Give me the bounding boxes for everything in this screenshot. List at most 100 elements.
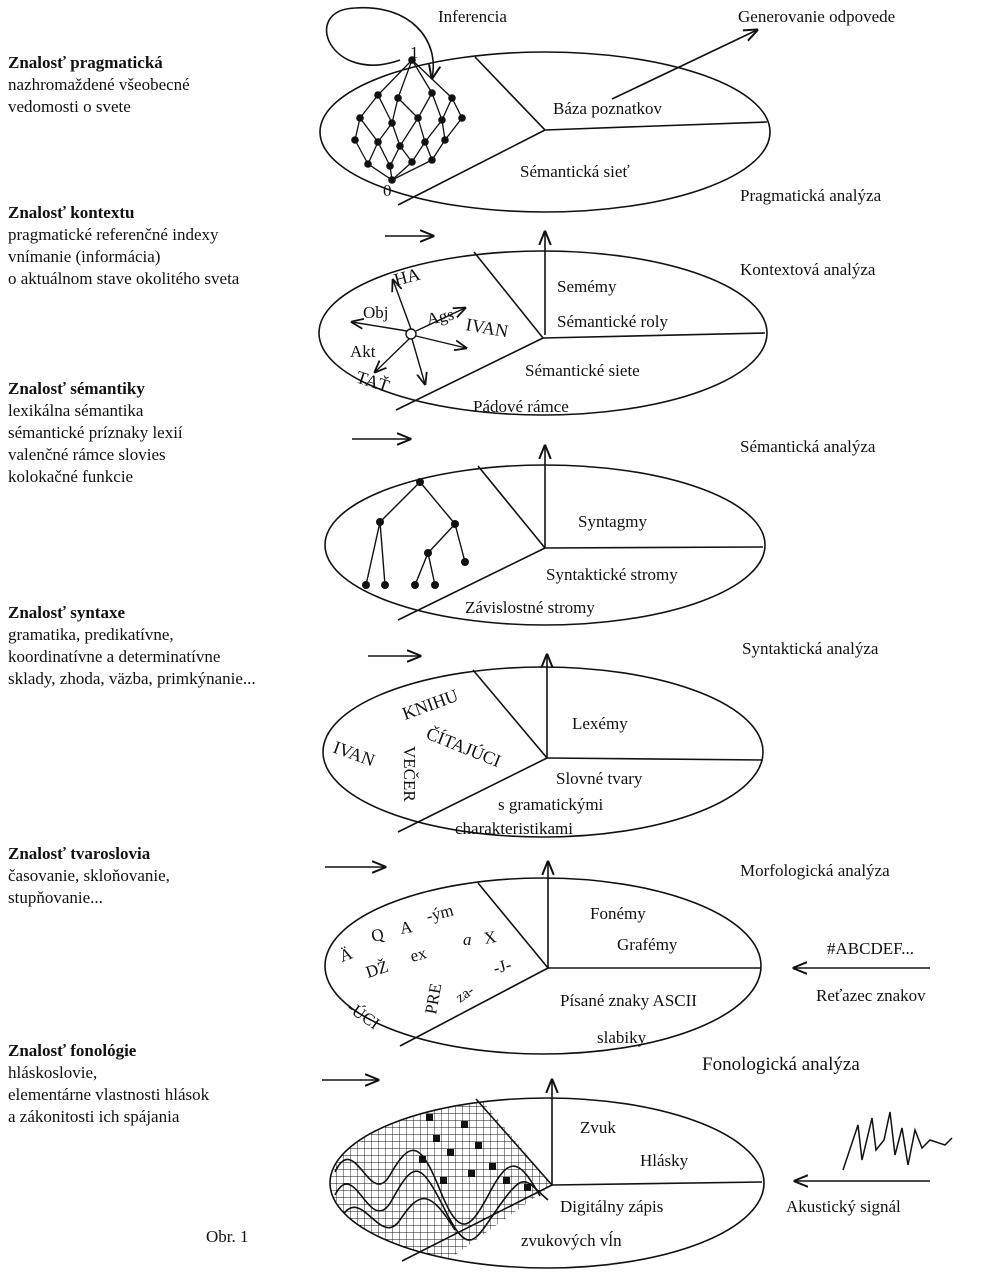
region-label: Hlásky (640, 1151, 689, 1170)
glyph: Q (369, 924, 386, 946)
region-label: charakteristikami (455, 819, 573, 838)
ellipse-context (318, 250, 768, 416)
region-label: s gramatickými (498, 795, 604, 814)
role-label-tat: TAŤ (354, 366, 392, 396)
generation-label: Generovanie odpovede (738, 7, 895, 26)
role-label-ags: Ags (425, 305, 456, 329)
ellipse-semantic (324, 464, 766, 626)
knowledge-title: Znalosť kontextu (8, 203, 135, 222)
region-label: Digitálny zápis (560, 1197, 663, 1216)
region-label: Slovné tvary (556, 769, 643, 788)
divider-line (551, 1181, 763, 1186)
divider-line (542, 332, 766, 339)
ellipse-morphological (324, 877, 762, 1055)
knowledge-phonology: Znalosť fonológie hláskoslovie, elementá… (8, 1040, 209, 1128)
region-label: Fonémy (590, 904, 646, 923)
ellipse-phonological (329, 1097, 765, 1269)
knowledge-line: sémantické príznaky lexií (8, 423, 183, 442)
glyph: DŽ (363, 957, 390, 982)
glyph: -ým (424, 900, 455, 925)
divider-line (475, 1098, 553, 1186)
region-label: Báza poznatkov (553, 99, 663, 118)
string-sample: #ABCDEF... (827, 939, 914, 958)
divider-line (473, 251, 544, 339)
glyph: a (463, 930, 472, 949)
glyph: PRE (421, 982, 445, 1016)
glyph: -J- (491, 955, 514, 978)
knowledge-line: a zákonitosti ich spájania (8, 1107, 180, 1126)
knowledge-line: nazhromaždené všeobecné (8, 75, 190, 94)
divider-line (474, 56, 546, 131)
knowledge-line: koordinatívne a determinatívne (8, 647, 221, 666)
glyph: -ÚCI (344, 998, 384, 1034)
knowledge-line: pragmatické referenčné indexy (8, 225, 219, 244)
analysis-label-pragmatic: Pragmatická analýza (740, 186, 882, 205)
divider-line (477, 882, 549, 969)
analysis-label-semantic: Sémantická analýza (740, 437, 876, 456)
word-ivan: IVAN (331, 737, 378, 770)
lattice-nodes (351, 56, 466, 184)
knowledge-title: Znalosť syntaxe (8, 603, 126, 622)
lattice-bottom-label: 0 (383, 181, 392, 200)
divider-line (397, 547, 546, 621)
knowledge-line: kolokačné funkcie (8, 467, 134, 486)
knowledge-pragmatic: Znalosť pragmatická nazhromaždené všeobe… (8, 52, 190, 118)
knowledge-line: gramatika, predikatívne, (8, 625, 174, 644)
inference-label: Inferencia (438, 7, 507, 26)
knowledge-title: Znalosť sémantiky (8, 379, 145, 398)
divider-line (399, 967, 549, 1047)
role-label-obj: Obj (363, 303, 389, 322)
region-label: Grafémy (617, 935, 678, 954)
inference-loop-arrow (325, 7, 434, 78)
region-label: Lexémy (572, 714, 628, 733)
sound-wave (339, 1197, 456, 1231)
knowledge-semantics: Znalosť sémantiky lexikálna sémantika sé… (8, 378, 183, 488)
region-label: Sémantické roly (557, 312, 668, 331)
analysis-label-morphological: Morfologická analýza (740, 861, 890, 880)
generation-arrow (611, 30, 757, 100)
analysis-label-syntactic: Syntaktická analýza (742, 639, 879, 658)
divider-line (546, 757, 764, 761)
signal-input-label: Akustický signál (786, 1197, 901, 1216)
knowledge-syntax: Znalosť syntaxe gramatika, predikatívne,… (8, 602, 256, 690)
glyph: Ä (337, 943, 356, 965)
lattice-top-label: 1 (410, 43, 419, 62)
knowledge-line: stupňovanie... (8, 888, 103, 907)
ellipse-pragmatic (319, 7, 771, 213)
knowledge-context: Znalosť kontextu pragmatické referenčné … (8, 202, 239, 290)
knowledge-line: lexikálna sémantika (8, 401, 144, 420)
dependency-tree (365, 481, 466, 586)
divider-line (397, 129, 546, 206)
knowledge-title: Znalosť fonológie (8, 1041, 137, 1060)
divider-line (477, 465, 546, 549)
case-role-star (352, 280, 466, 384)
knowledge-line: o aktuálnom stave okolitého sveta (8, 269, 240, 288)
region-label: Pádové rámce (473, 397, 569, 416)
region-label: slabiky (597, 1028, 647, 1047)
string-input-label: Reťazec znakov (816, 986, 926, 1005)
region-label: Závislostné stromy (465, 598, 595, 617)
glyph: ex (408, 943, 429, 966)
region-label: Syntaktické stromy (546, 565, 678, 584)
divider-line (401, 1184, 553, 1262)
spectrogram-grid (330, 1098, 552, 1268)
region-label: Syntagmy (578, 512, 647, 531)
divider-line (395, 337, 544, 411)
knowledge-title: Znalosť pragmatická (8, 53, 163, 72)
region-label: Zvuk (580, 1118, 616, 1137)
word-vecer: VEČER (400, 746, 419, 802)
region-label: Sémantické siete (525, 361, 640, 380)
acoustic-signal-waveform (842, 1111, 953, 1171)
knowledge-line: valenčné rámce slovies (8, 445, 166, 464)
glyph: za- (453, 983, 477, 1007)
role-label-ivan: IVAN (464, 314, 509, 341)
divider-line (472, 669, 548, 759)
divider-line (544, 121, 768, 131)
analysis-label-phonological: Fonologická analýza (702, 1054, 860, 1075)
role-label-akt: Akt (350, 342, 376, 361)
analysis-label-context: Kontextová analýza (740, 260, 876, 279)
sound-wave (334, 1170, 549, 1241)
glyph: A (398, 917, 414, 938)
word-citajuci: ČÍTAJÚCI (424, 722, 505, 771)
